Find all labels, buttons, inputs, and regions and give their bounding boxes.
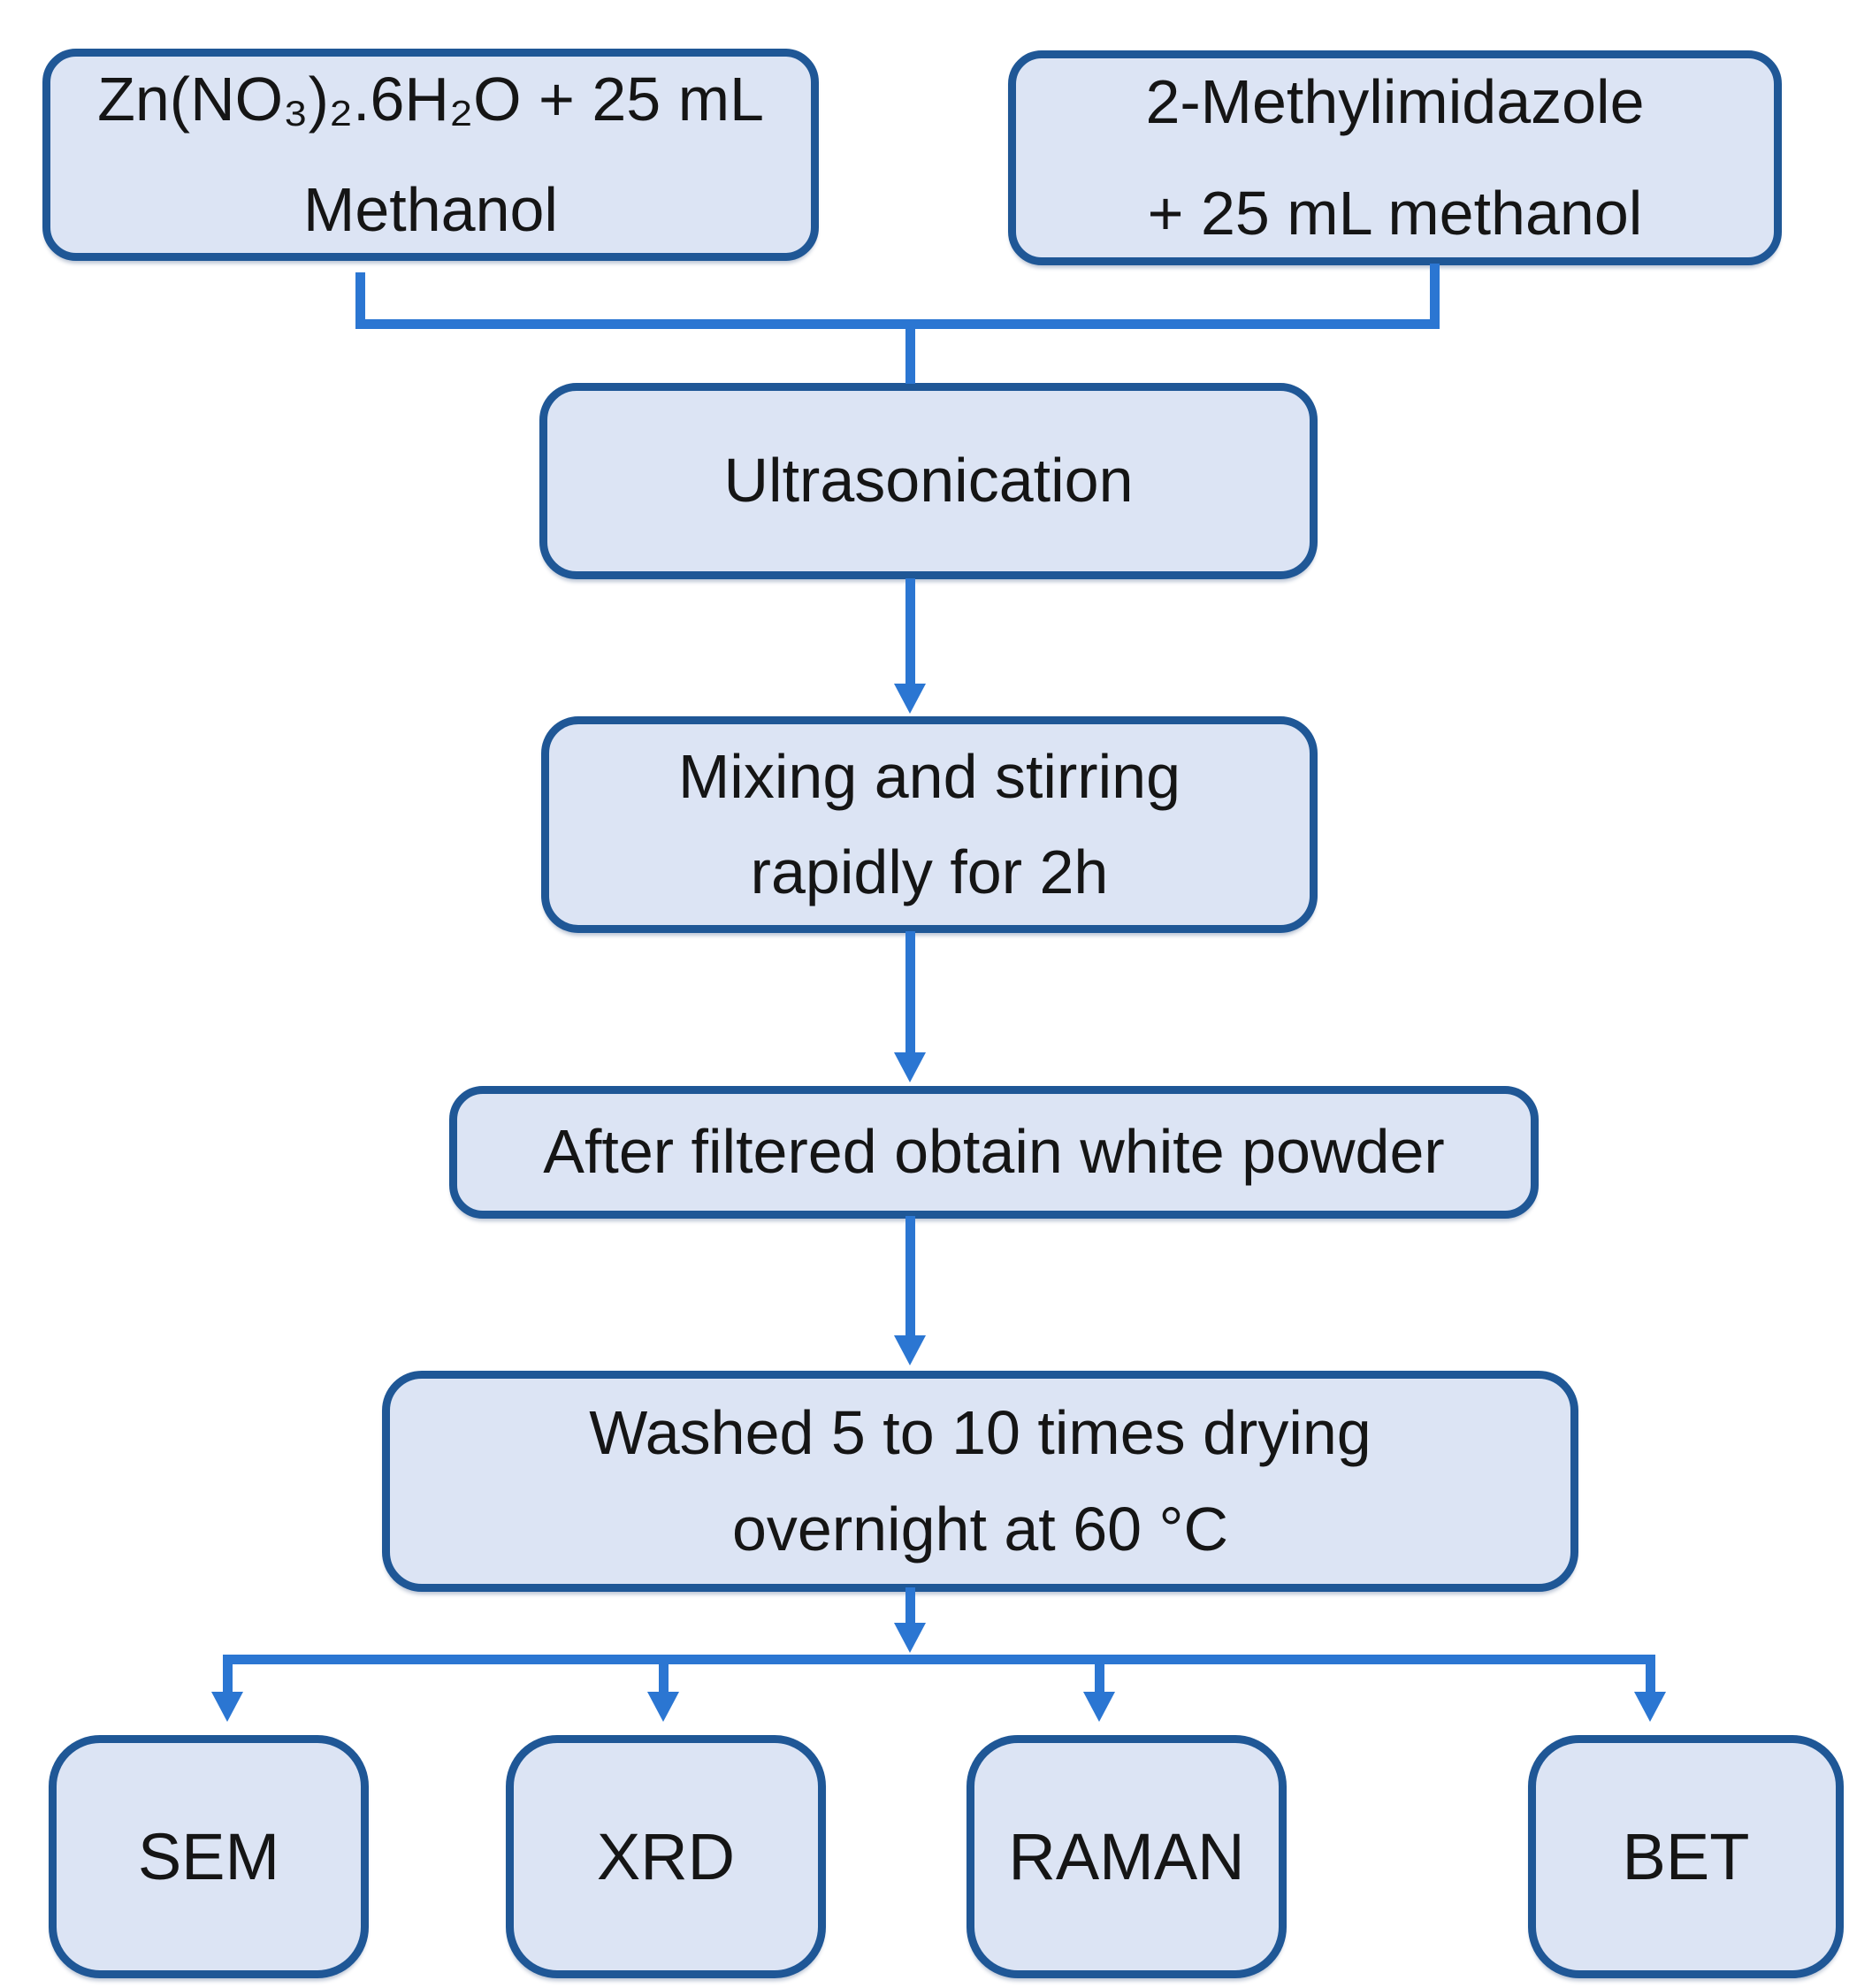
node-zinc-nitrate: Zn(NO₃)₂.6H₂O + 25 mL Methanol	[42, 49, 819, 261]
node-zinc-nitrate-line2: Methanol	[303, 175, 558, 244]
node-sem: SEM	[49, 1735, 369, 1978]
arrow-branch-sem-head	[211, 1692, 243, 1722]
node-raman-label: RAMAN	[1008, 1819, 1245, 1893]
arrow-filtered-washed-head	[894, 1335, 926, 1365]
arrow-branch-bet-head	[1634, 1692, 1666, 1722]
arrow-washed-branch-head	[894, 1623, 926, 1653]
arrow-branch-sem-line	[223, 1664, 233, 1694]
arrow-mixing-filtered-line	[905, 931, 915, 1055]
arrow-branch-bet-line	[1646, 1664, 1655, 1694]
arrow-branch-raman-line	[1095, 1664, 1104, 1694]
connector-mim-drop	[1430, 264, 1440, 329]
node-sem-label: SEM	[137, 1819, 280, 1893]
node-raman: RAMAN	[967, 1735, 1287, 1978]
connector-merge-center-drop	[905, 329, 915, 384]
arrow-filtered-washed-line	[905, 1216, 915, 1338]
node-methylimidazole: 2-Methylimidazole + 25 mL methanol	[1008, 50, 1782, 265]
node-filtered-label: After filtered obtain white powder	[543, 1117, 1445, 1187]
node-mixing-line1: Mixing and stirring	[678, 741, 1181, 811]
node-filtered: After filtered obtain white powder	[449, 1086, 1539, 1219]
node-methylimidazole-line1: 2-Methylimidazole	[1145, 67, 1645, 136]
node-washed-line2: overnight at 60 °C	[731, 1494, 1229, 1564]
node-mixing-line2: rapidly for 2h	[750, 837, 1109, 906]
node-washed-line1: Washed 5 to 10 times drying	[589, 1398, 1372, 1467]
connector-branch-horizontal	[223, 1655, 1655, 1664]
arrow-branch-xrd-head	[647, 1692, 679, 1722]
connector-merge-horizontal	[355, 319, 1440, 329]
arrow-mixing-filtered-head	[894, 1052, 926, 1082]
arrow-branch-xrd-line	[659, 1664, 669, 1694]
node-zinc-nitrate-line1: Zn(NO₃)₂.6H₂O + 25 mL	[97, 64, 764, 134]
node-methylimidazole-line2: + 25 mL methanol	[1147, 178, 1643, 248]
connector-zinc-drop	[355, 272, 365, 329]
arrow-branch-raman-head	[1083, 1692, 1115, 1722]
node-mixing: Mixing and stirring rapidly for 2h	[541, 716, 1318, 933]
node-ultrasonication-label: Ultrasonication	[723, 446, 1134, 516]
arrow-ultrasonication-mixing-line	[905, 578, 915, 686]
arrow-washed-branch-line	[905, 1587, 915, 1625]
node-bet: BET	[1528, 1735, 1844, 1978]
node-xrd: XRD	[506, 1735, 826, 1978]
node-xrd-label: XRD	[596, 1819, 736, 1893]
node-ultrasonication: Ultrasonication	[539, 383, 1318, 579]
arrow-ultrasonication-mixing-head	[894, 684, 926, 714]
node-bet-label: BET	[1622, 1819, 1750, 1893]
node-washed: Washed 5 to 10 times drying overnight at…	[382, 1371, 1578, 1592]
